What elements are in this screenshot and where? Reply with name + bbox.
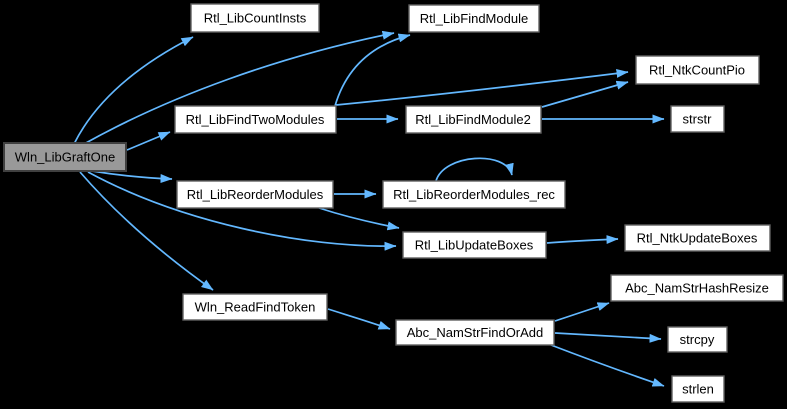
node-label: Wln_ReadFindToken bbox=[195, 300, 316, 315]
node-box bbox=[395, 319, 555, 346]
node-box bbox=[624, 224, 771, 252]
edge-wln-libgraftone-to-rtl-libfindtwomodules bbox=[126, 131, 171, 151]
node-label: Rtl_LibFindModule bbox=[420, 11, 528, 26]
node-box bbox=[176, 180, 334, 209]
node-strstr[interactable]: strstr bbox=[670, 105, 725, 133]
node-box bbox=[408, 4, 540, 33]
edge-wln-libgraftone-to-rtl-libcountinsts bbox=[73, 36, 194, 145]
node-rtl-ntkcountpio[interactable]: Rtl_NtkCountPio bbox=[635, 55, 760, 85]
edge-wln-libgraftone-to-rtl-libreordermodules bbox=[91, 170, 173, 184]
edge-wln-libgraftone-to-rtl-libfindmodule bbox=[83, 30, 395, 145]
node-label: strlen bbox=[682, 382, 714, 397]
node-strcpy[interactable]: strcpy bbox=[667, 326, 728, 353]
node-box bbox=[382, 180, 566, 209]
edge-rtl-libfindmodule2-to-rtl-ntkcountpio bbox=[541, 80, 629, 108]
node-rtl-libfindmodule[interactable]: Rtl_LibFindModule bbox=[408, 4, 540, 33]
node-label: Rtl_LibReorderModules bbox=[187, 187, 324, 202]
node-box bbox=[405, 105, 542, 134]
node-label: strcpy bbox=[680, 332, 715, 347]
node-box bbox=[670, 105, 725, 133]
node-box bbox=[671, 375, 725, 403]
node-abc-namstrhashresize[interactable]: Abc_NamStrHashResize bbox=[610, 274, 784, 302]
edge-abc-namstrfindoradd-to-strlen bbox=[550, 344, 665, 387]
node-label: Rtl_NtkUpdateBoxes bbox=[637, 231, 758, 246]
node-wln-readfindtoken[interactable]: Wln_ReadFindToken bbox=[182, 293, 328, 321]
node-rtl-libreordermodules-rec[interactable]: Rtl_LibReorderModules_rec bbox=[382, 180, 566, 209]
node-strlen[interactable]: strlen bbox=[671, 375, 725, 403]
node-label: Abc_NamStrFindOrAdd bbox=[407, 325, 544, 340]
node-box bbox=[174, 105, 337, 134]
node-layer: Wln_LibGraftOne Rtl_LibCountInsts Rtl_Li… bbox=[3, 3, 784, 403]
node-label: Wln_LibGraftOne bbox=[15, 150, 115, 165]
node-box bbox=[635, 55, 760, 85]
node-rtl-libcountinsts[interactable]: Rtl_LibCountInsts bbox=[190, 3, 320, 33]
node-box bbox=[190, 3, 320, 33]
node-label: Rtl_LibUpdateBoxes bbox=[415, 238, 534, 253]
node-rtl-ntkupdateboxes[interactable]: Rtl_NtkUpdateBoxes bbox=[624, 224, 771, 252]
edge-abc-namstrfindoradd-to-abc-namstrhashresize bbox=[554, 302, 610, 322]
node-box bbox=[610, 274, 784, 302]
node-rtl-libfindmodule2[interactable]: Rtl_LibFindModule2 bbox=[405, 105, 542, 134]
edge-layer bbox=[73, 30, 665, 387]
node-label: Rtl_LibReorderModules_rec bbox=[393, 187, 555, 202]
node-rtl-libreordermodules[interactable]: Rtl_LibReorderModules bbox=[176, 180, 334, 209]
node-label: Rtl_LibFindTwoModules bbox=[186, 112, 325, 127]
edge-rtl-libreordermodules-to-rtl-libupdateboxes bbox=[318, 207, 400, 231]
edge-rtl-libreordermodules-rec-self-loop bbox=[435, 157, 514, 182]
node-label: Rtl_NtkCountPio bbox=[649, 63, 745, 78]
edge-wln-libgraftone-to-rtl-libupdateboxes bbox=[87, 171, 397, 251]
node-wln-libgraftone[interactable]: Wln_LibGraftOne bbox=[3, 142, 127, 172]
edge-rtl-libfindtwomodules-to-rtl-ntkcountpio bbox=[335, 68, 629, 106]
edge-rtl-libupdateboxes-to-rtl-ntkupdateboxes bbox=[546, 235, 619, 244]
edge-wln-libgraftone-to-wln-readfindtoken bbox=[79, 171, 214, 291]
node-label: strstr bbox=[683, 112, 713, 127]
node-label: Rtl_LibFindModule2 bbox=[415, 112, 531, 127]
node-box bbox=[402, 231, 547, 259]
node-rtl-libfindtwomodules[interactable]: Rtl_LibFindTwoModules bbox=[174, 105, 337, 134]
node-box bbox=[667, 326, 728, 353]
node-abc-namstrfindoradd[interactable]: Abc_NamStrFindOrAdd bbox=[395, 319, 555, 346]
node-box bbox=[3, 142, 127, 172]
node-label: Abc_NamStrHashResize bbox=[625, 281, 769, 296]
node-box bbox=[182, 293, 328, 321]
edge-rtl-libfindtwomodules-to-rtl-libfindmodule bbox=[334, 33, 411, 107]
edge-abc-namstrfindoradd-to-strcpy bbox=[554, 332, 662, 343]
node-rtl-libupdateboxes[interactable]: Rtl_LibUpdateBoxes bbox=[402, 231, 547, 259]
edge-wln-readfindtoken-to-abc-namstrfindoradd bbox=[327, 308, 391, 330]
node-label: Rtl_LibCountInsts bbox=[204, 11, 307, 26]
